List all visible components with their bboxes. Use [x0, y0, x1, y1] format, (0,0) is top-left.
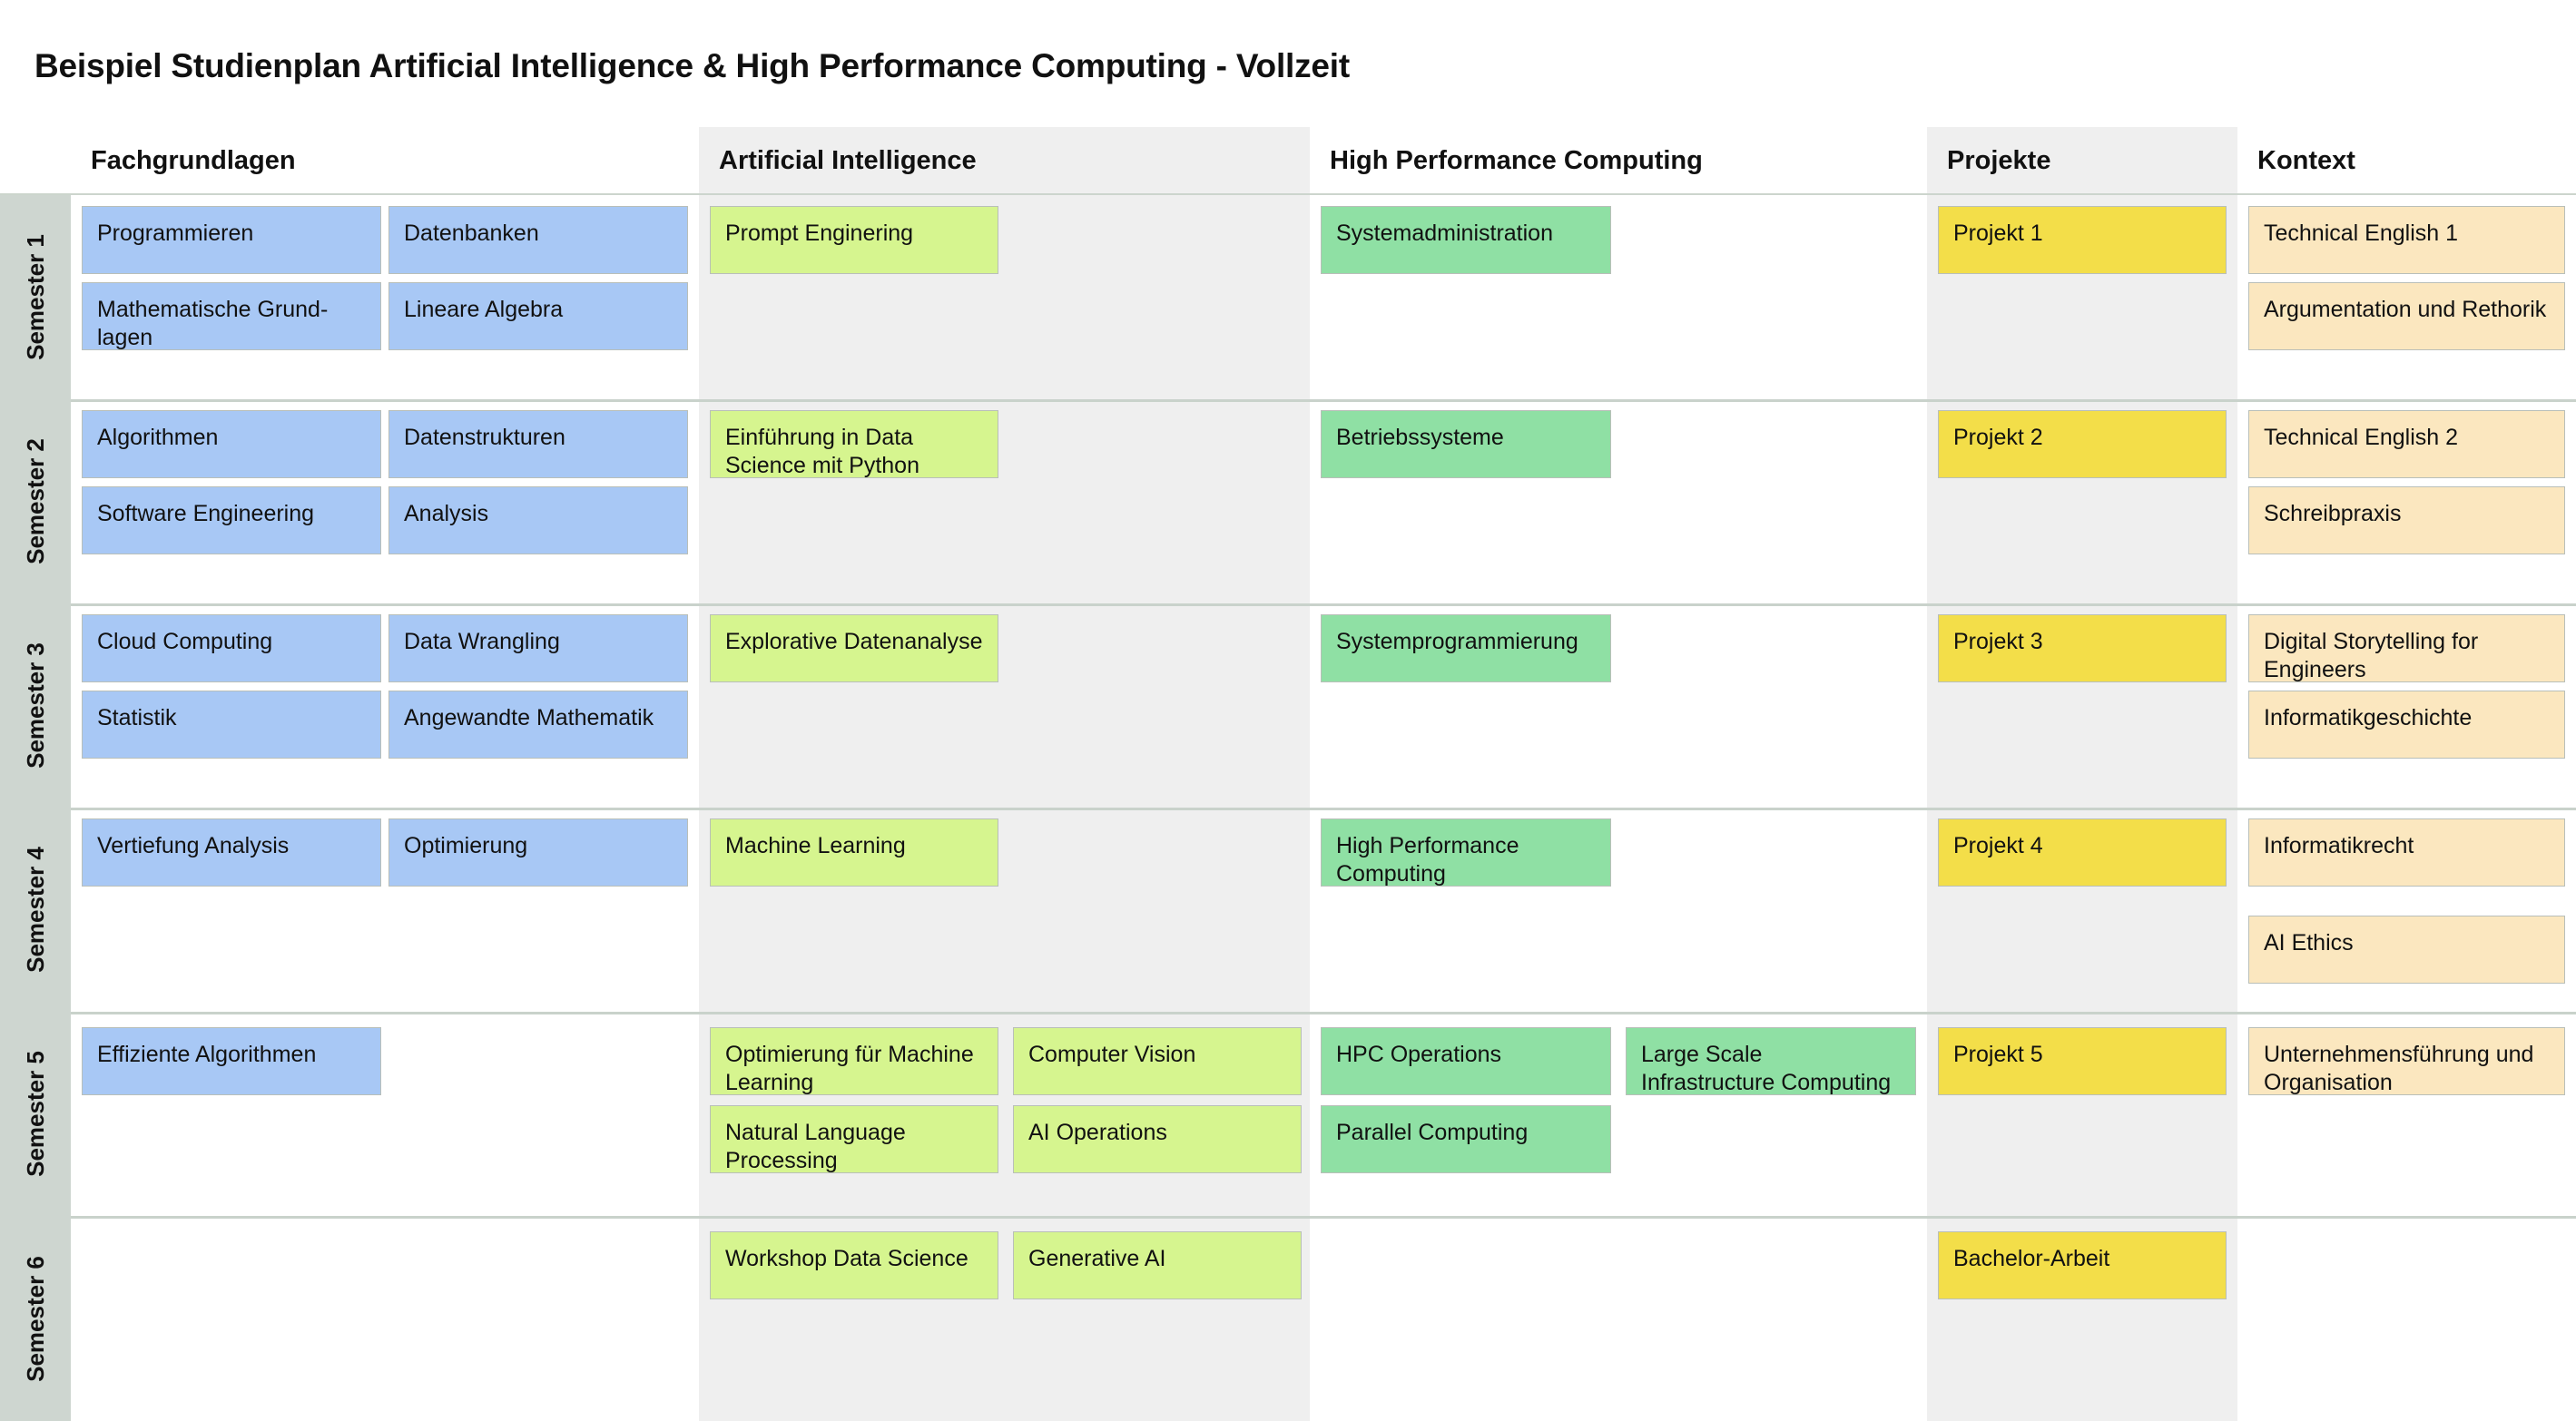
course-card[interactable]: Datenstrukturen — [388, 410, 688, 478]
course-card[interactable]: Mathematische Grund-lagen — [82, 282, 381, 350]
column-header-label: Kontext — [2257, 146, 2355, 175]
course-card[interactable]: Datenbanken — [388, 206, 688, 274]
semester-label-text: Semester 5 — [21, 1051, 49, 1177]
course-card[interactable]: Unternehmensführung und Organisation — [2248, 1027, 2565, 1095]
semester-label-text: Semester 6 — [21, 1255, 49, 1382]
course-card[interactable]: Informatikrecht — [2248, 818, 2565, 887]
course-card[interactable]: AI Operations — [1013, 1105, 1302, 1173]
page-title: Beispiel Studienplan Artificial Intellig… — [34, 47, 1350, 84]
course-card[interactable]: Projekt 1 — [1938, 206, 2227, 274]
semester-label-5: Semester 5 — [0, 1012, 71, 1216]
row-divider-4 — [71, 1012, 2576, 1014]
course-card[interactable]: Workshop Data Science — [710, 1231, 998, 1299]
semester-label-2: Semester 2 — [0, 399, 71, 603]
course-card[interactable]: Projekt 3 — [1938, 614, 2227, 682]
course-card[interactable]: Argumentation und Rethorik — [2248, 282, 2565, 350]
course-card[interactable]: Schreibpraxis — [2248, 486, 2565, 554]
course-card[interactable]: HPC Operations — [1321, 1027, 1611, 1095]
course-card[interactable]: Optimierung für Machine Learning — [710, 1027, 998, 1095]
semester-label-3: Semester 3 — [0, 603, 71, 808]
course-card[interactable]: Projekt 5 — [1938, 1027, 2227, 1095]
course-card[interactable]: Parallel Computing — [1321, 1105, 1611, 1173]
semester-label-text: Semester 3 — [21, 642, 49, 769]
course-card[interactable]: Betriebssysteme — [1321, 410, 1611, 478]
row-divider-5 — [71, 1216, 2576, 1219]
column-header-projekte: Projekte — [1927, 127, 2237, 195]
course-card[interactable]: Natural Language Processing — [710, 1105, 998, 1173]
course-card[interactable]: High Performance Computing — [1321, 818, 1611, 887]
course-card[interactable]: Bachelor-Arbeit — [1938, 1231, 2227, 1299]
column-header-fachgrundlagen: Fachgrundlagen — [71, 127, 699, 195]
row-divider-2 — [71, 603, 2576, 606]
course-card[interactable]: Software Engineering — [82, 486, 381, 554]
column-header-label: Projekte — [1947, 146, 2051, 175]
semester-label-text: Semester 2 — [21, 438, 49, 564]
course-card[interactable]: Systemadministration — [1321, 206, 1611, 274]
column-header-kontext: Kontext — [2237, 127, 2576, 195]
semester-label-text: Semester 4 — [21, 847, 49, 973]
course-card[interactable]: Data Wrangling — [388, 614, 688, 682]
semester-rail: Semester 1 Semester 2 Semester 3 Semeste… — [0, 195, 71, 1421]
column-header-label: High Performance Computing — [1330, 146, 1703, 175]
semester-label-4: Semester 4 — [0, 808, 71, 1012]
course-card[interactable]: Computer Vision — [1013, 1027, 1302, 1095]
plan-grid: Programmieren Datenbanken Mathematische … — [71, 195, 2576, 1421]
row-divider-3 — [71, 808, 2576, 810]
course-card[interactable]: Effiziente Algorithmen — [82, 1027, 381, 1095]
course-card[interactable]: Statistik — [82, 691, 381, 759]
column-header-label: Artificial Intelligence — [719, 146, 977, 175]
course-card[interactable]: Digital Storytelling for Engineers — [2248, 614, 2565, 682]
course-card[interactable]: Projekt 2 — [1938, 410, 2227, 478]
course-card[interactable]: Technical English 1 — [2248, 206, 2565, 274]
course-card[interactable]: Projekt 4 — [1938, 818, 2227, 887]
course-card[interactable]: Machine Learning — [710, 818, 998, 887]
course-card[interactable]: Einführung in Data Science mit Python — [710, 410, 998, 478]
column-header-artificial-intelligence: Artificial Intelligence — [699, 127, 1310, 195]
course-card[interactable]: Explorative Datenanalyse — [710, 614, 998, 682]
course-card[interactable]: Optimierung — [388, 818, 688, 887]
semester-label-6: Semester 6 — [0, 1216, 71, 1421]
row-divider-1 — [71, 399, 2576, 402]
course-card[interactable]: Systemprogrammierung — [1321, 614, 1611, 682]
column-header-high-performance-computing: High Performance Computing — [1310, 127, 1927, 195]
course-card[interactable]: Algorithmen — [82, 410, 381, 478]
course-card[interactable]: Technical English 2 — [2248, 410, 2565, 478]
semester-label-text: Semester 1 — [21, 234, 49, 360]
column-header-band: Fachgrundlagen Artificial Intelligence H… — [0, 127, 2576, 195]
course-card[interactable]: Angewandte Mathematik — [388, 691, 688, 759]
course-card[interactable]: AI Ethics — [2248, 916, 2565, 984]
course-card[interactable]: Vertiefung Analysis — [82, 818, 381, 887]
column-header-label: Fachgrundlagen — [91, 146, 296, 175]
course-card[interactable]: Prompt Enginering — [710, 206, 998, 274]
title-bar: Beispiel Studienplan Artificial Intellig… — [0, 0, 2576, 127]
course-card[interactable]: Cloud Computing — [82, 614, 381, 682]
course-card[interactable]: Generative AI — [1013, 1231, 1302, 1299]
course-card[interactable]: Large Scale Infrastructure Computing — [1626, 1027, 1916, 1095]
semester-label-1: Semester 1 — [0, 195, 71, 399]
course-card[interactable]: Lineare Algebra — [388, 282, 688, 350]
course-card[interactable]: Programmieren — [82, 206, 381, 274]
course-card[interactable]: Informatikgeschichte — [2248, 691, 2565, 759]
course-card[interactable]: Analysis — [388, 486, 688, 554]
